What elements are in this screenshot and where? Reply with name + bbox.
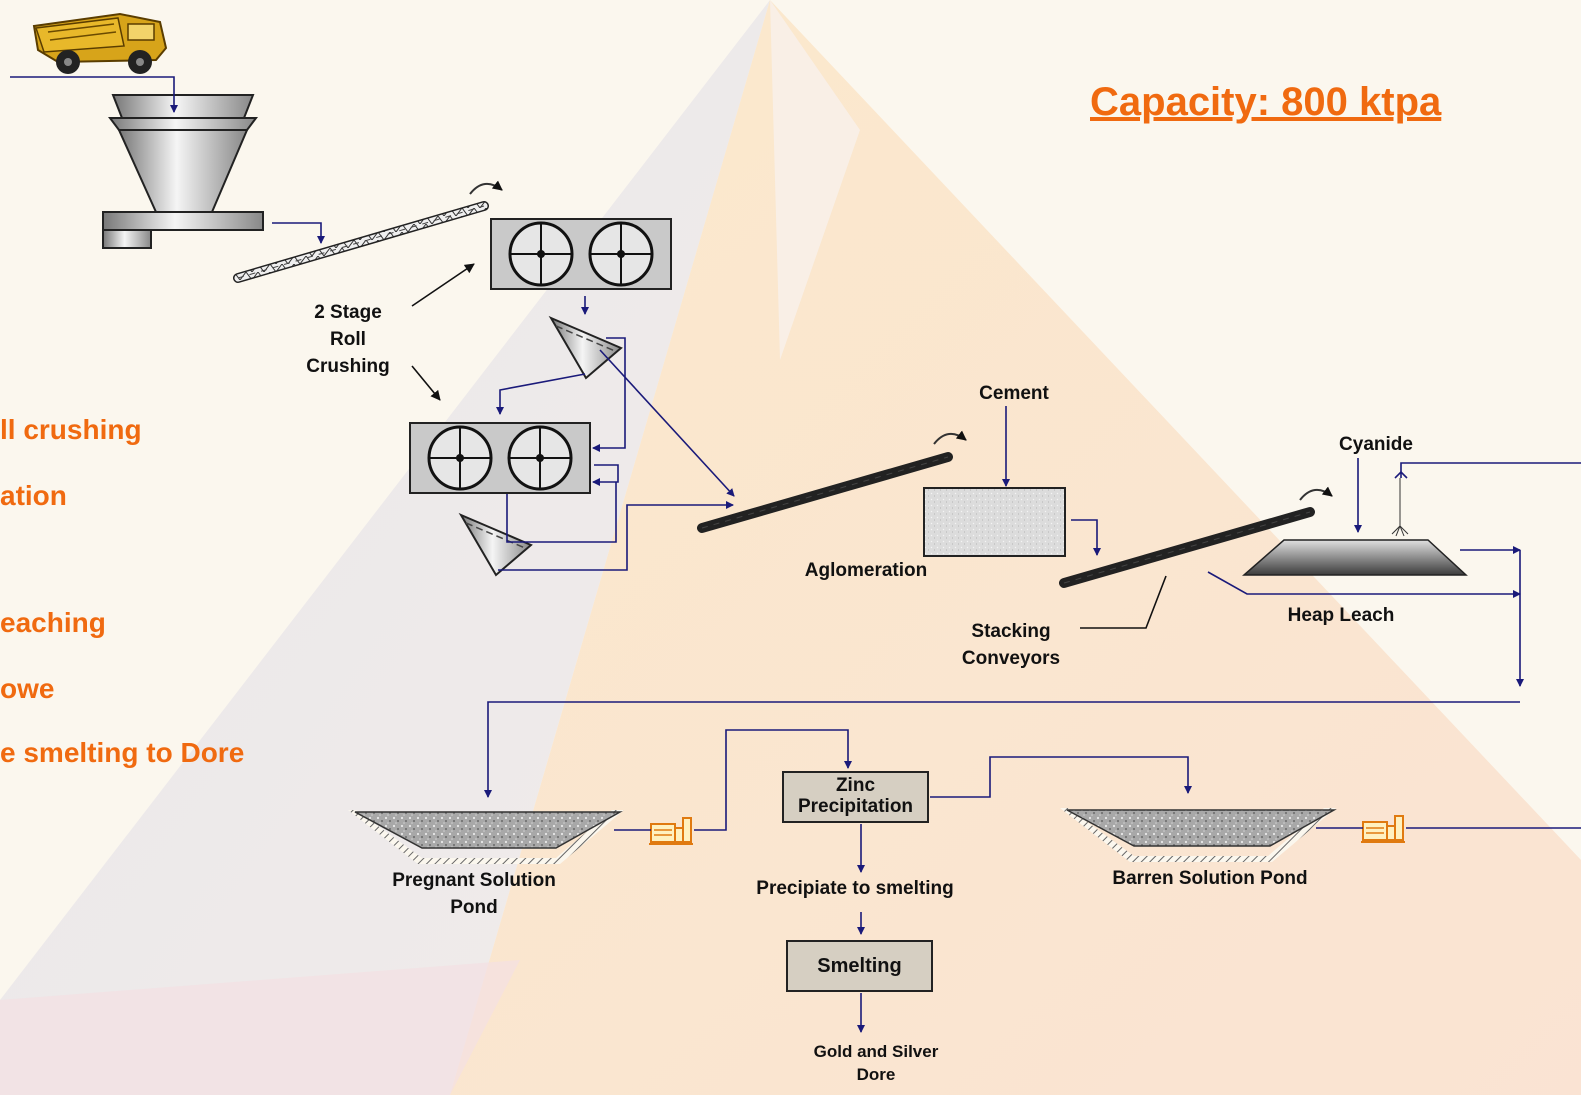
barren-pond-label: Barren Solution Pond	[1112, 868, 1308, 889]
hopper-icon	[102, 94, 264, 249]
pregnant-pond-label: Pregnant Solution Pond	[364, 868, 584, 922]
roll-crushing-line-3: Crushing	[306, 355, 390, 377]
roll-crushing-line-2: Roll	[330, 328, 366, 350]
roll-crusher-icon	[408, 421, 592, 495]
smelting-label: Smelting	[817, 955, 902, 977]
flow-lines	[10, 76, 1581, 1033]
aglomeration-label: Aglomeration	[804, 560, 928, 581]
stacking-line-2: Conveyors	[961, 647, 1061, 669]
pond-icon	[348, 810, 624, 864]
agglomeration-drum-icon	[923, 487, 1066, 557]
zinc-line-1: Zinc	[835, 775, 876, 797]
rotation-arrow-icon	[470, 184, 502, 194]
conveyor-icon	[1059, 507, 1315, 588]
pond-icon	[1060, 808, 1337, 862]
heap-leach-label: Heap Leach	[1287, 605, 1395, 626]
bullet-text-2: ation	[0, 480, 67, 511]
pregnant-line-1: Pregnant Solution	[392, 870, 556, 891]
conveyor-icon	[697, 452, 953, 533]
bullet-text-1: ll crushing	[0, 414, 142, 445]
heap-leach-pad-icon	[1242, 478, 1468, 576]
zinc-precipitation-box	[782, 771, 929, 823]
smelting-box	[786, 940, 933, 992]
zinc-precipitation-label: Zinc Precipitation	[783, 774, 928, 820]
pregnant-line-2: Pond	[450, 896, 498, 918]
capacity-title: Capacity: 800 ktpa	[1090, 80, 1442, 124]
precipitate-label: Precipiate to smelting	[756, 878, 954, 899]
dore-line-1: Gold and Silver	[813, 1042, 939, 1061]
roll-crushing-label: 2 Stage Roll Crushing	[296, 300, 400, 381]
roll-crushing-line-1: 2 Stage	[314, 302, 382, 323]
rotation-arrow-icon	[1300, 490, 1332, 500]
gold-silver-dore-label: Gold and Silver Dore	[786, 1041, 966, 1087]
callout-lines	[411, 263, 1167, 629]
stacking-line-1: Stacking	[971, 621, 1051, 642]
dump-truck-icon	[32, 12, 168, 74]
dore-line-2: Dore	[856, 1064, 896, 1084]
roll-crusher-icon	[489, 217, 673, 291]
bullet-text-4: owe	[0, 673, 55, 704]
stacking-conveyors-label: Stacking Conveyors	[946, 619, 1076, 673]
cyanide-label: Cyanide	[1339, 434, 1413, 455]
bullet-text-3: eaching	[0, 607, 106, 638]
bullet-text-5: e smelting to Dore	[0, 737, 245, 768]
zinc-line-2: Precipitation	[797, 796, 914, 817]
conveyor-icon	[233, 201, 489, 283]
cement-label: Cement	[979, 383, 1049, 404]
